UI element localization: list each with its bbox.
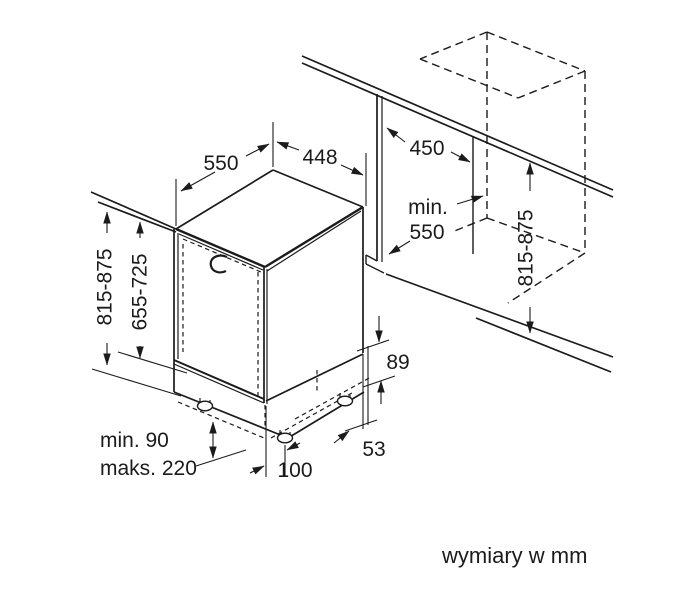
dim-width-top: 448 <box>302 146 337 169</box>
foot <box>336 395 354 407</box>
dim-depth-top: 550 <box>203 152 238 175</box>
dim-niche-width: 450 <box>409 137 444 160</box>
dim-plinth-max: maks. 220 <box>100 457 197 480</box>
worktop-right <box>301 55 614 198</box>
foot <box>196 400 214 412</box>
dishwasher <box>173 169 372 444</box>
side-panel <box>365 94 385 274</box>
extension-lines <box>91 122 396 477</box>
foot <box>276 432 294 444</box>
units-caption: wymiary w mm <box>441 543 587 568</box>
dimension-arrows <box>103 127 534 475</box>
worktop-left <box>90 191 177 233</box>
dim-niche-depth-min-word: min. <box>408 196 448 219</box>
dim-appliance-height: 815-875 <box>94 248 117 325</box>
dim-plinth-min: min. 90 <box>100 429 169 452</box>
dim-rear-base-height: 89 <box>386 351 409 374</box>
niche-dashed-box <box>419 31 586 304</box>
floor <box>385 273 614 373</box>
door-handle <box>209 254 228 274</box>
dim-niche-height: 815-875 <box>515 209 538 286</box>
feet <box>196 393 354 444</box>
dim-niche-depth-min-value: 550 <box>409 221 444 244</box>
dim-door-height: 655-725 <box>129 253 152 330</box>
dim-rear-base-inset: 53 <box>362 438 385 461</box>
dim-front-foot-offset: 100 <box>277 459 312 482</box>
